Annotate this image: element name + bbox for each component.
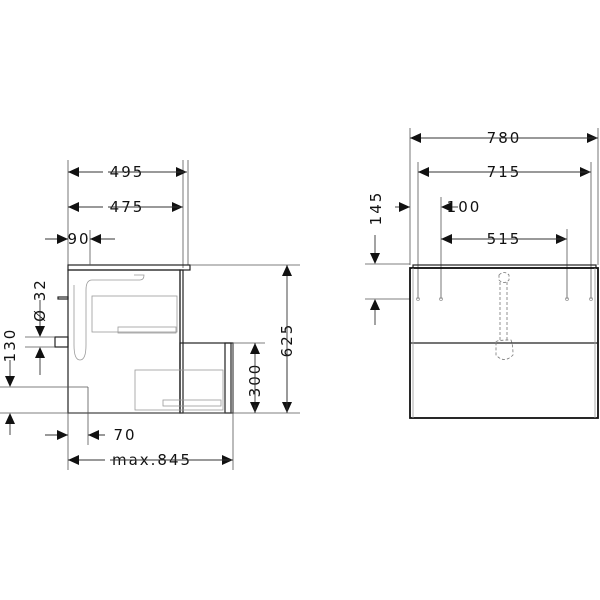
mounting-hole [439,297,443,301]
siphon-pipe [73,274,145,361]
arrowhead [441,234,452,244]
dimension-100: 100 [447,198,482,216]
dimension-lines [5,133,598,465]
dimension-90: 90 [67,230,90,248]
arrowhead [399,202,410,212]
arrowhead [5,413,15,424]
mounting-holes [416,297,593,301]
side-view: 495 475 90 Ø 32 130 625 300 70 max.845 [0,160,300,470]
cabinet-body [67,269,181,414]
arrowhead [370,299,380,310]
wall-fixing [57,296,69,300]
waste-pipe-stub [54,336,69,348]
upper-drawer-box [91,295,178,333]
dimension-70: 70 [113,426,136,444]
arrowhead [250,343,260,354]
arrowhead [57,430,68,440]
upper-drawer-rail [117,326,177,334]
dimension-130: 130 [1,328,19,363]
siphon-hidden [495,272,514,360]
worktop [67,264,191,271]
arrowhead [68,167,79,177]
arrowhead [57,234,68,244]
mounting-hole [589,297,593,301]
arrowhead [370,253,380,264]
lower-drawer-box [134,369,224,411]
lower-drawer-rail [162,399,222,407]
arrowhead [90,234,101,244]
arrowhead [88,430,99,440]
front-view: 780 715 145 100 515 [365,128,599,419]
arrowhead [5,376,15,387]
dimension-145: 145 [367,191,385,226]
mounting-hole [565,297,569,301]
arrowhead [68,455,79,465]
extended-drawer-front [224,342,232,414]
mounting-hole [416,297,420,301]
arrowhead [35,326,45,337]
arrowhead [441,202,452,212]
arrowhead [418,167,429,177]
arrowhead [35,347,45,358]
arrowhead [410,133,421,143]
arrowhead [282,265,292,276]
arrowhead [68,202,79,212]
